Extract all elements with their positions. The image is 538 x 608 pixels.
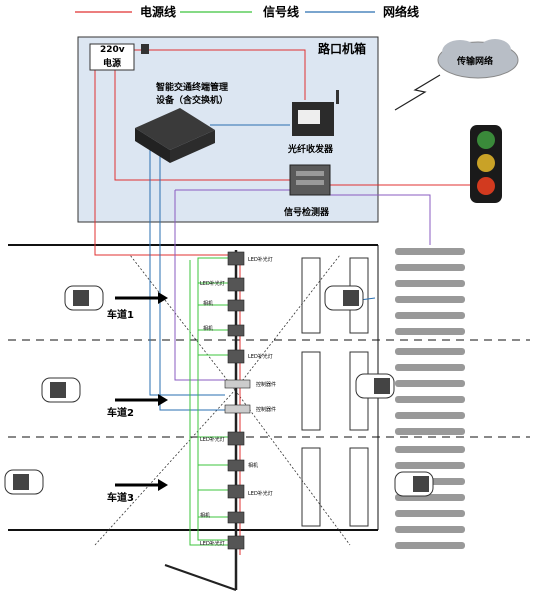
power-supply-line2: 电源 bbox=[103, 59, 122, 69]
camera-label: 相机 bbox=[200, 513, 211, 519]
car-icon bbox=[355, 373, 395, 399]
led-label: LED补光灯 bbox=[248, 491, 273, 497]
terminal-line2: 设备（含交换机） bbox=[156, 96, 229, 106]
cabinet-title: 路口机箱 bbox=[318, 42, 367, 56]
lane-arrow-icon bbox=[115, 292, 168, 304]
legend-power-label: 电源线 bbox=[140, 5, 177, 19]
lane-label-1: 车道1 bbox=[107, 310, 134, 321]
lane-arrow-icon bbox=[115, 394, 168, 406]
power-supply-line1: 220v bbox=[100, 45, 125, 55]
led-label: LED补光灯 bbox=[200, 541, 225, 547]
camera-label: 相机 bbox=[203, 326, 214, 332]
car-icon bbox=[394, 471, 434, 497]
wireless-link-icon bbox=[394, 74, 441, 111]
pole-devices bbox=[224, 251, 251, 550]
perspective-lines bbox=[94, 254, 351, 546]
signal-detector-icon bbox=[289, 164, 331, 196]
legend-signal-label: 信号线 bbox=[263, 5, 300, 19]
cloud-icon bbox=[437, 39, 519, 79]
led-label: LED补光灯 bbox=[248, 257, 273, 263]
lane-label-2: 车道2 bbox=[107, 408, 134, 419]
car-icon bbox=[4, 469, 44, 495]
switch-device-icon bbox=[135, 108, 215, 163]
led-label: LED补光灯 bbox=[248, 354, 273, 360]
car-icon bbox=[41, 377, 81, 403]
traffic-light-icon bbox=[470, 125, 502, 203]
led-label: LED补光灯 bbox=[200, 281, 225, 287]
power-supply-icon bbox=[89, 43, 149, 71]
controller-label: 控制器件 bbox=[256, 407, 277, 413]
controller-label: 控制器件 bbox=[256, 382, 277, 388]
cloud-label: 传输网络 bbox=[457, 57, 494, 67]
lane-arrow-icon bbox=[115, 479, 168, 491]
car-icon bbox=[324, 285, 364, 311]
camera-label: 相机 bbox=[248, 463, 259, 469]
terminal-line1: 智能交通终端管理 bbox=[156, 83, 229, 93]
pole-base bbox=[164, 564, 237, 591]
fiber-label: 光纤收发器 bbox=[288, 145, 334, 155]
crosswalk bbox=[395, 248, 465, 549]
signal-lines bbox=[189, 257, 233, 546]
lane-label-3: 车道3 bbox=[107, 493, 134, 504]
network-lines bbox=[149, 124, 376, 411]
legend-network-label: 网络线 bbox=[383, 5, 420, 19]
camera-label: 相机 bbox=[203, 301, 214, 307]
led-label: LED补光灯 bbox=[200, 437, 225, 443]
detector-lines bbox=[174, 189, 431, 381]
fiber-transceiver-icon bbox=[292, 90, 339, 136]
car-icon bbox=[64, 285, 104, 311]
detector-label: 信号检测器 bbox=[284, 208, 330, 218]
